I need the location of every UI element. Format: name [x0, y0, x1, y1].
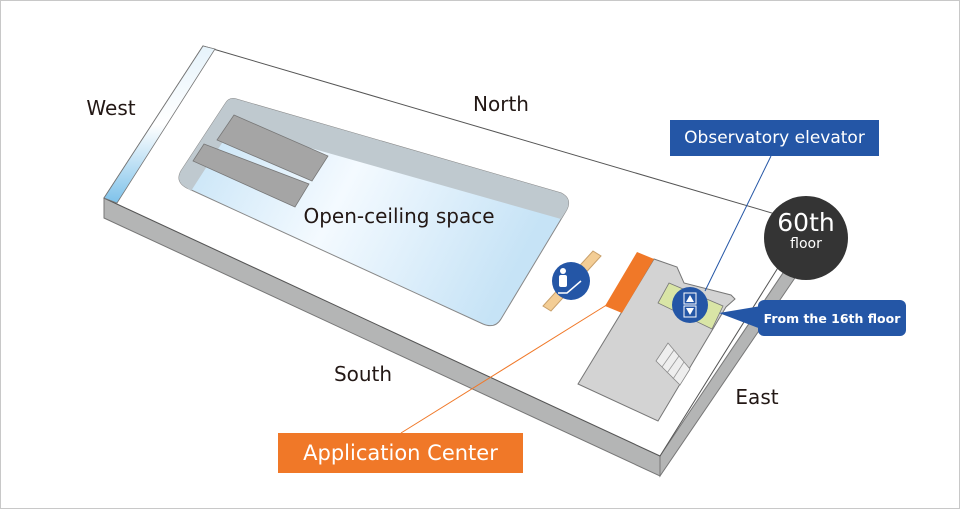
escalator-icon [552, 262, 590, 300]
bridge-upper [216, 114, 329, 182]
floor-badge: 60th floor [764, 196, 848, 280]
from-16th-pointer [719, 306, 761, 329]
open-ceiling-wall [179, 98, 569, 219]
application-center-area [605, 252, 654, 313]
stair-steps [661, 349, 685, 380]
from-16th-floor-callout: From the 16th floor [758, 300, 906, 336]
bridge-lower [192, 143, 310, 208]
west-window [103, 45, 216, 204]
label-south: South [333, 362, 393, 386]
elevator-icon [672, 287, 708, 323]
label-north: North [473, 92, 529, 116]
application-leader-line [400, 300, 614, 434]
floor-number: 60th [777, 208, 835, 237]
observatory-leader-line [704, 155, 772, 292]
application-center-callout: Application Center [278, 433, 523, 473]
label-west: West [86, 96, 136, 120]
observatory-elevator-callout: Observatory elevator [670, 120, 879, 156]
label-open-ceiling: Open-ceiling space [303, 204, 495, 228]
label-east: East [735, 385, 779, 409]
floor-word: floor [790, 236, 822, 252]
